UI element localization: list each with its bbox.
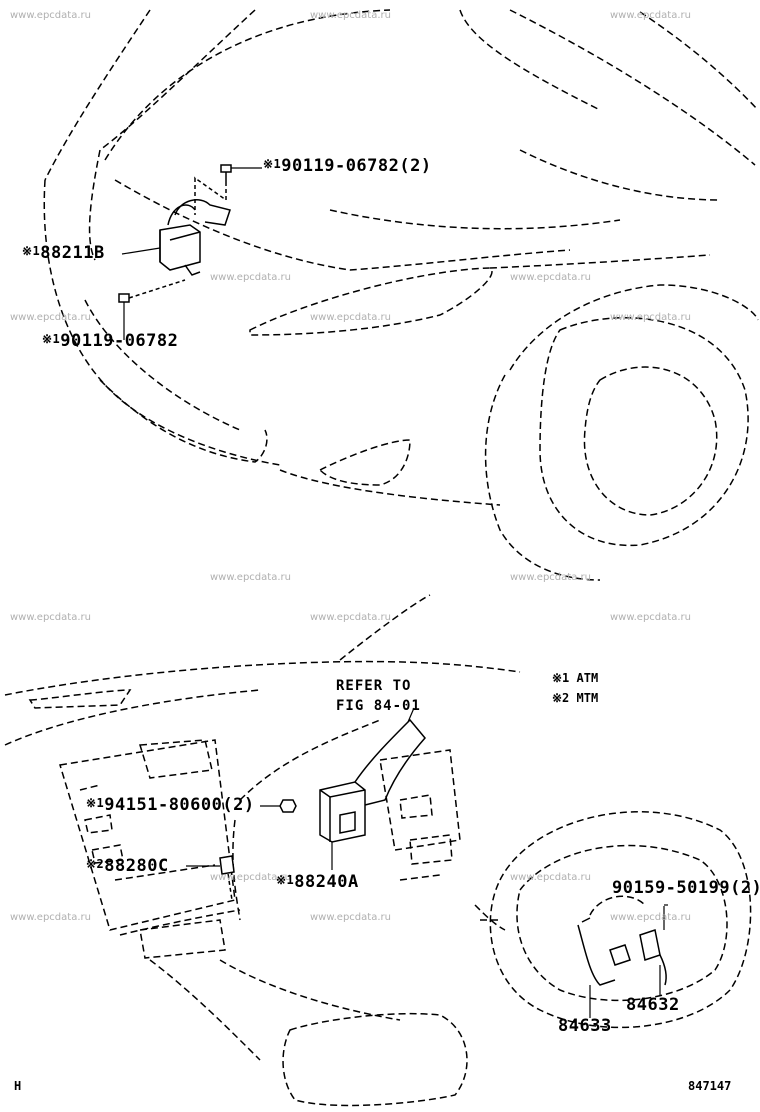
callout-switch: ※288280C xyxy=(86,858,169,875)
refer-note: REFER TO FIG 84-01 xyxy=(336,676,421,716)
interior-drawing xyxy=(4,594,752,1107)
watermark: www.epcdata.ru xyxy=(10,612,91,623)
watermark: www.epcdata.ru xyxy=(210,872,291,883)
legend-line-1: ※1 ATM xyxy=(552,671,599,685)
watermark: www.epcdata.ru xyxy=(510,572,591,583)
watermark: www.epcdata.ru xyxy=(310,612,391,623)
callout-mark: ※1 xyxy=(86,796,105,810)
watermark: www.epcdata.ru xyxy=(10,912,91,923)
part-number: 84632 xyxy=(626,995,680,1015)
part-number: 90119-06782 xyxy=(60,331,179,351)
watermark: www.epcdata.ru xyxy=(310,912,391,923)
part-number: 88211B xyxy=(40,243,105,263)
watermark: www.epcdata.ru xyxy=(610,10,691,21)
corner-letter: H xyxy=(14,1079,22,1093)
part-number: 84633 xyxy=(558,1016,612,1036)
legend-line-2: ※2 MTM xyxy=(552,691,599,705)
sensor-assembly xyxy=(118,164,262,340)
callout-switch-wheel: 84632 xyxy=(626,997,680,1014)
watermark: www.epcdata.ru xyxy=(510,872,591,883)
part-number: 94151-80600(2) xyxy=(104,795,255,815)
car-front-drawing xyxy=(43,9,759,581)
part-number: 88280C xyxy=(104,856,169,876)
callout-nut: ※194151-80600(2) xyxy=(86,797,255,814)
callout-bolt-bottom: ※190119-06782 xyxy=(42,333,178,350)
watermark: www.epcdata.ru xyxy=(310,10,391,21)
watermark: www.epcdata.ru xyxy=(610,312,691,323)
watermark: www.epcdata.ru xyxy=(610,912,691,923)
callout-mark: ※2 xyxy=(86,857,105,871)
callout-ecu: ※188240A xyxy=(276,874,359,891)
refer-line-2: FIG 84-01 xyxy=(336,698,421,714)
legend: ※1 ATM ※2 MTM xyxy=(552,668,598,708)
watermark: www.epcdata.ru xyxy=(610,612,691,623)
watermark: www.epcdata.ru xyxy=(210,572,291,583)
figure-number: 847147 xyxy=(688,1079,732,1093)
callout-mark: ※1 xyxy=(22,244,41,258)
interior-parts xyxy=(186,707,668,1018)
part-number: 90159-50199(2) xyxy=(612,878,760,898)
callout-screw: 90159-50199(2) xyxy=(612,880,760,897)
callout-bolt-top: ※190119-06782(2) xyxy=(263,158,432,175)
watermark: www.epcdata.ru xyxy=(10,312,91,323)
callout-mark: ※1 xyxy=(42,332,61,346)
watermark: www.epcdata.ru xyxy=(210,272,291,283)
callout-sensor: ※188211B xyxy=(22,245,105,262)
part-number: 88240A xyxy=(294,872,359,892)
watermark: www.epcdata.ru xyxy=(510,272,591,283)
callout-mark: ※1 xyxy=(263,157,282,171)
refer-line-1: REFER TO xyxy=(336,678,412,694)
callout-harness: 84633 xyxy=(558,1018,612,1035)
callout-mark: ※1 xyxy=(276,873,295,887)
watermark: www.epcdata.ru xyxy=(10,10,91,21)
watermark: www.epcdata.ru xyxy=(310,312,391,323)
part-number: 90119-06782(2) xyxy=(281,156,432,176)
